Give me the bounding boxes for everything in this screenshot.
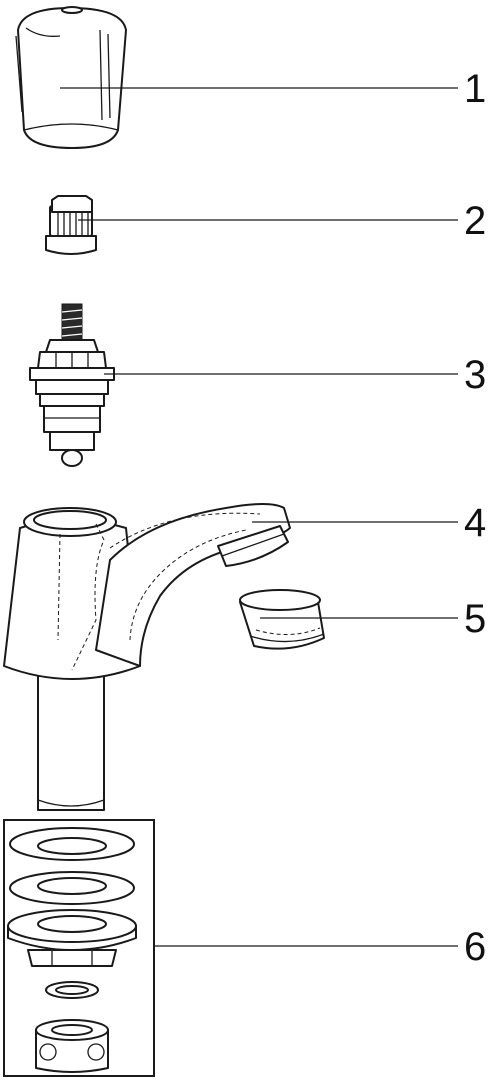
fixing-kit-part [3,819,155,1077]
callout-4: 4 [464,501,486,545]
callout-1: 1 [464,67,486,111]
callout-5: 5 [464,597,486,641]
tap-body-part [3,503,291,811]
callout-2: 2 [464,199,486,243]
callout-3: 3 [464,353,486,397]
valve-cartridge-part [29,303,115,467]
handle-part [15,6,127,149]
fixing-kit-frame [3,819,155,1077]
adapter-part [45,195,97,255]
aerator-part [239,589,325,650]
callout-6: 6 [464,925,486,969]
